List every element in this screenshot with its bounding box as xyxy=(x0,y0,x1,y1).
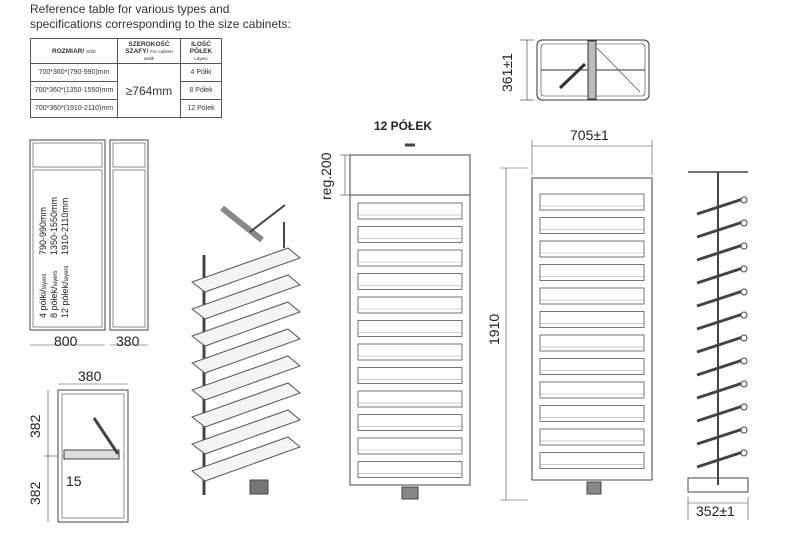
profile-shelf-end xyxy=(740,196,748,204)
iso-shelf xyxy=(190,328,301,374)
spec-table-header: ROZMIAR/ SIZE SZEROKOŚĆ SZAFY/ For cabin… xyxy=(30,38,222,64)
front-shelf xyxy=(357,390,463,408)
side-width-label: 705±1 xyxy=(570,127,609,143)
front-shelf xyxy=(357,249,463,267)
front-shelves xyxy=(357,202,463,478)
side-shelf xyxy=(539,381,645,399)
top-view xyxy=(520,39,650,101)
profile-shelf xyxy=(696,426,747,446)
width-value: ≥764mm xyxy=(117,63,181,118)
height-range-3: 1910-2110mm xyxy=(60,198,70,255)
front-shelf xyxy=(357,437,463,455)
iso-shelf xyxy=(190,409,301,455)
front-view xyxy=(340,143,471,500)
plan-view xyxy=(44,383,129,523)
height-range-2: 1350-1550mm xyxy=(49,197,59,255)
profile-shelf-end xyxy=(740,380,748,388)
isometric-view xyxy=(202,204,286,495)
profile-shelf-end xyxy=(740,334,748,342)
top-height-label: 361±1 xyxy=(499,53,515,92)
side-shelves xyxy=(539,193,645,469)
plan-lower-label: 382 xyxy=(27,481,43,505)
profile-shelf xyxy=(696,334,747,354)
profile-shelf-end xyxy=(740,403,748,411)
front-shelf xyxy=(357,367,463,384)
profile-shelf-end xyxy=(740,265,748,273)
profile-shelf xyxy=(696,449,747,469)
side-shelf xyxy=(539,405,645,422)
front-shelf xyxy=(357,273,463,290)
intro-line-2: specifications corresponding to the size… xyxy=(30,17,291,31)
front-shelf xyxy=(357,343,463,361)
profile-shelf-end xyxy=(740,449,748,457)
profile-shelf xyxy=(696,357,747,377)
profile-shelf xyxy=(696,265,747,285)
profile-shelf xyxy=(696,288,747,308)
profile-shelf-end xyxy=(740,242,748,250)
profile-shelf xyxy=(696,219,747,239)
front-height-label: 1910 xyxy=(486,314,502,345)
front-shelf xyxy=(357,461,463,478)
side-depth-label: 352±1 xyxy=(696,503,735,519)
side-shelf xyxy=(539,334,645,352)
row-layers: 12 Pólek xyxy=(180,99,222,118)
iso-shelf xyxy=(190,247,301,293)
table-row: 700*360*(1910-2110)mm 12 Pólek xyxy=(30,99,222,118)
profile-shelf xyxy=(696,242,747,262)
profile-shelf xyxy=(696,311,747,331)
cabinet-depth-label: 380 xyxy=(116,333,140,349)
side-shelf xyxy=(539,428,645,446)
profile-shelf-end xyxy=(740,426,748,434)
iso-shelf xyxy=(190,355,301,401)
spec-table: ROZMIAR/ SIZE SZEROKOŚĆ SZAFY/ For cabin… xyxy=(30,38,222,118)
front-shelf xyxy=(357,226,463,243)
table-row: 700*360*(1350-1550)mm 8 Półek xyxy=(30,81,222,100)
height-range-1: 790-990mm xyxy=(38,207,48,255)
side-view xyxy=(500,140,653,501)
profile-shelf xyxy=(696,196,747,216)
iso-shelf xyxy=(190,274,301,320)
profile-shelf-end xyxy=(740,219,748,227)
side-shelf xyxy=(539,193,645,211)
plan-width-label: 380 xyxy=(78,368,102,384)
front-shelf xyxy=(357,202,463,220)
layers-1: 4 półki/layers xyxy=(38,273,48,318)
iso-shelf xyxy=(190,301,301,347)
iso-shelf xyxy=(190,382,301,428)
reg-label: reg.200 xyxy=(318,152,334,200)
iso-shelf xyxy=(190,436,301,482)
layers-3: 12 półek/layers xyxy=(60,265,70,318)
side-shelf xyxy=(539,240,645,258)
side-shelf xyxy=(539,358,645,375)
profile-shelf xyxy=(696,403,747,423)
side-shelf xyxy=(539,264,645,281)
front-shelf xyxy=(357,320,463,337)
profile-shelf-end xyxy=(740,311,748,319)
cabinet-elevation xyxy=(29,139,149,346)
plan-upper-label: 382 xyxy=(27,414,43,438)
intro-line-1: Reference table for various types and xyxy=(30,2,230,16)
profile-shelves xyxy=(696,196,748,469)
plan-offset-label: 15 xyxy=(66,473,82,489)
profile-view xyxy=(687,171,749,520)
side-shelf xyxy=(539,452,645,469)
profile-shelf-end xyxy=(740,357,748,365)
side-shelf xyxy=(539,217,645,234)
cabinet-width-label: 800 xyxy=(54,333,78,349)
intro-text: Reference table for various types and sp… xyxy=(30,2,291,32)
layers-2: 8 półek/layers xyxy=(49,270,59,318)
front-shelf xyxy=(357,296,463,314)
profile-shelf-end xyxy=(740,288,748,296)
profile-shelf xyxy=(696,380,747,400)
side-shelf xyxy=(539,287,645,305)
front-view-title: 12 PÓŁEK xyxy=(374,118,432,133)
table-row: 700*360*(790-990)mm ≥764mm 4 Półki xyxy=(30,63,222,118)
front-shelf xyxy=(357,414,463,431)
header-width: SZEROKOŚĆ SZAFY/ For cabinet width xyxy=(117,38,181,64)
side-shelf xyxy=(539,311,645,328)
isometric-shelves xyxy=(190,247,301,482)
row-size: 700*360*(1910-2110)mm xyxy=(30,99,118,118)
